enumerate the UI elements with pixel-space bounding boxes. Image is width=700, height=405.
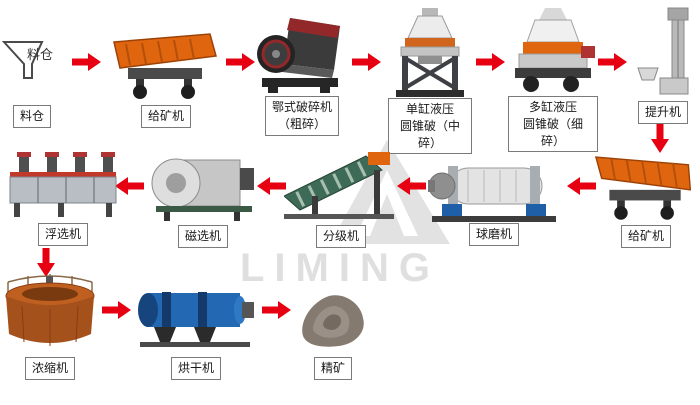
silo-icon-text: 料仓 (27, 47, 54, 62)
ball-mill-icon (428, 166, 556, 222)
cone-crusher-single-label: 单缸液压 圆锥破（中碎） (388, 98, 472, 155)
magnetic-separator-icon (151, 158, 254, 221)
thickener-image (2, 270, 98, 356)
node-flotation: 浮选机 (6, 148, 120, 246)
arrow-left-icon (257, 177, 286, 195)
arrow-left-icon (567, 177, 596, 195)
arrow-right-icon (476, 53, 505, 71)
thickener-label: 浓缩机 (24, 357, 75, 380)
arrow-right-icon (352, 53, 381, 71)
ball-mill-image (426, 158, 562, 222)
vibrating-feeder-icon (594, 156, 692, 220)
node-elevator: 提升机 (632, 6, 694, 124)
node-dryer: 烘干机 (136, 282, 256, 380)
node-cone-crusher-multi: 多缸液压 圆锥破（细碎） (508, 8, 598, 153)
bucket-elevator-icon (637, 7, 689, 95)
dryer-label: 烘干机 (170, 357, 221, 380)
arrow-left-icon (115, 177, 144, 195)
node-cone-crusher-single: 单缸液压 圆锥破（中碎） (388, 8, 472, 155)
arrow-right-icon (72, 53, 101, 71)
silo-funnel-icon (2, 41, 44, 79)
arrow-right-icon (226, 53, 255, 71)
node-feeder-2: 给矿机 (594, 150, 698, 248)
vibrating-feeder-icon (113, 33, 217, 99)
cone-crusher-single-image (388, 8, 472, 98)
feeder-image (112, 28, 220, 100)
rotary-dryer-icon (138, 292, 254, 347)
magnetic-separator-image (146, 154, 260, 222)
silo-icon: 料仓 (0, 36, 64, 86)
elevator-image (632, 6, 694, 98)
arrow-left-icon (397, 177, 426, 195)
feeder-2-label: 给矿机 (620, 225, 671, 248)
node-jaw-crusher: 鄂式破碎机 （粗碎） (256, 12, 348, 136)
jaw-crusher-icon (257, 18, 340, 93)
magnetic-separator-label: 磁选机 (177, 225, 228, 248)
cone-crusher-multi-label: 多缸液压 圆锥破（细碎） (508, 96, 598, 153)
concentrate-image (296, 286, 370, 350)
arrow-right-icon (102, 301, 131, 319)
dryer-image (136, 282, 256, 348)
elevator-label: 提升机 (637, 101, 688, 124)
ball-mill-label: 球磨机 (468, 223, 519, 246)
concentrate-label: 精矿 (313, 357, 352, 380)
classifier-image (284, 150, 398, 220)
feeder-image (594, 150, 698, 222)
arrow-right-icon (262, 301, 291, 319)
node-silo: 料仓 料仓 (0, 36, 64, 128)
classifier-label: 分级机 (315, 225, 366, 248)
ore-powder-pile-icon (302, 295, 364, 347)
spiral-classifier-icon (284, 152, 394, 219)
arrow-right-icon (598, 53, 627, 71)
silo-label: 料仓 (12, 105, 51, 128)
feeder-1-label: 给矿机 (140, 105, 191, 128)
node-feeder-1: 给矿机 (112, 28, 220, 128)
node-magnetic-separator: 磁选机 (146, 154, 260, 248)
arrow-down-icon (37, 248, 55, 277)
node-ball-mill: 球磨机 (426, 158, 562, 246)
flotation-label: 浮选机 (37, 223, 88, 246)
cone-crusher-multi-image (508, 8, 598, 96)
node-thickener: 浓缩机 (2, 270, 98, 380)
node-concentrate: 精矿 (296, 286, 370, 380)
node-classifier: 分级机 (284, 150, 398, 248)
jaw-crusher-image (256, 12, 348, 94)
cone-crusher-single-icon (396, 8, 464, 97)
thickener-icon (5, 274, 95, 346)
cone-crusher-multi-icon (515, 8, 595, 92)
flotation-image (6, 148, 120, 220)
flotation-machine-icon (9, 152, 117, 217)
jaw-crusher-label: 鄂式破碎机 （粗碎） (264, 96, 339, 136)
arrow-down-icon (651, 124, 669, 153)
